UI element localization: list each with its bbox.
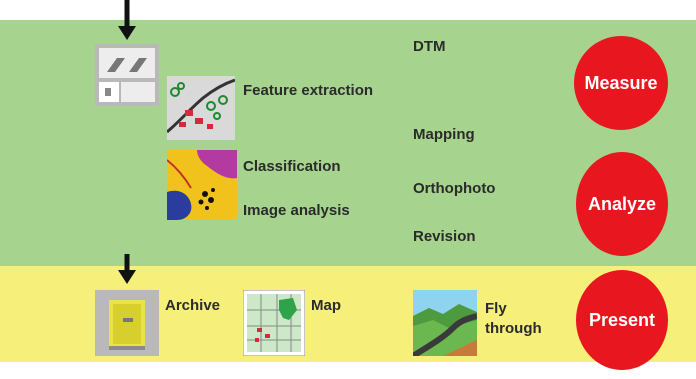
analyze-stage: Analyze <box>576 152 668 256</box>
fly-through-label-line2: through <box>485 320 542 337</box>
fly-through-icon <box>413 290 477 356</box>
revision-label: Revision <box>413 228 476 245</box>
measure-stage: Measure <box>574 36 668 130</box>
down-arrow-icon <box>118 0 136 40</box>
classification-label: Classification <box>243 158 341 175</box>
feature-map-icon <box>167 76 235 140</box>
down-arrow-icon <box>118 254 136 284</box>
bottom-margin <box>0 362 696 379</box>
map-icon <box>243 290 305 356</box>
archive-label: Archive <box>165 297 221 314</box>
feature-extraction-label: Feature extraction <box>243 82 374 99</box>
orthophoto-label: Orthophoto <box>413 180 496 197</box>
archive-cabinet-icon <box>95 290 159 356</box>
mapping-label: Mapping <box>413 126 475 143</box>
map-label: Map <box>311 297 341 314</box>
stereo-plotter-icon <box>95 44 159 106</box>
top-margin <box>0 0 696 20</box>
present-stage: Present <box>576 270 668 370</box>
classification-map-icon <box>167 150 237 220</box>
image-analysis-label: Image analysis <box>243 202 350 219</box>
dtm-label: DTM <box>413 38 446 55</box>
fly-through-label-line1: Fly <box>485 300 507 317</box>
